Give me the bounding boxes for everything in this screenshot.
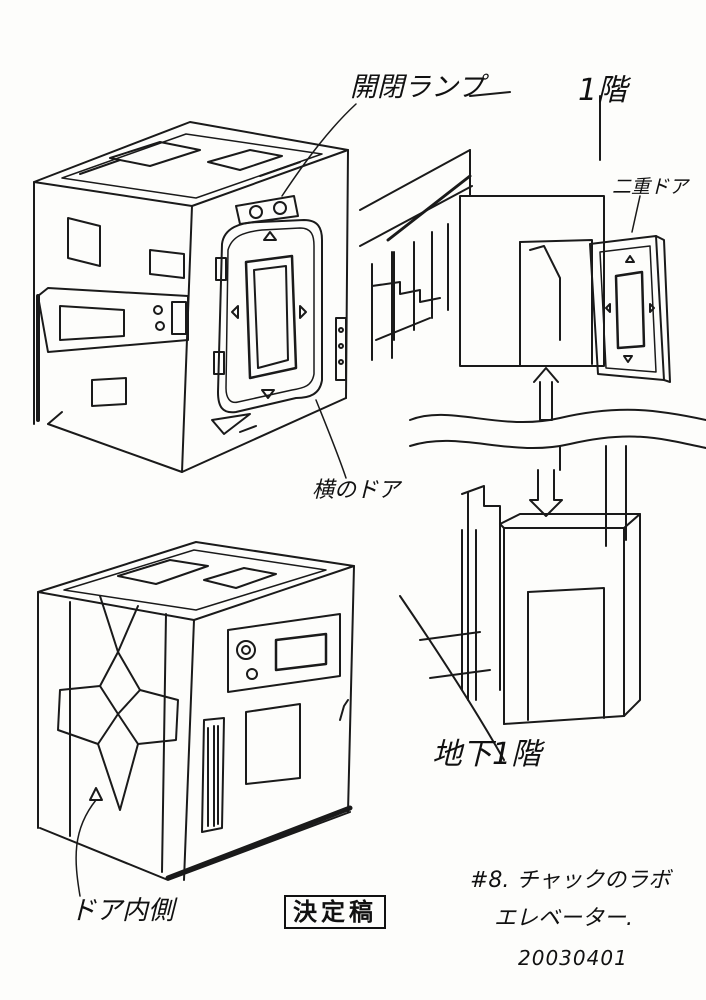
elevator-interior-top bbox=[33, 103, 357, 479]
floor-1-label: 1階 bbox=[578, 73, 628, 108]
final-draft-stamp: 決定稿 bbox=[284, 895, 386, 929]
scene-title: #8. チャックのラボ bbox=[470, 868, 671, 893]
date-label: 20030401 bbox=[518, 946, 628, 970]
basement-1-label: 地下1階 bbox=[432, 737, 542, 772]
elevator-title: エレベーター. bbox=[494, 906, 633, 931]
open-close-lamp-label: 開閉ランプ bbox=[350, 72, 485, 103]
stairs-1f-scene bbox=[359, 91, 706, 450]
elevator-interior-bottom bbox=[37, 541, 355, 897]
double-door-label: 二重ドア bbox=[612, 176, 689, 198]
basement-elevator-scene bbox=[399, 445, 641, 761]
door-inside-label: ドア内側 bbox=[70, 896, 175, 926]
side-door-label: 横のドア bbox=[312, 478, 401, 503]
